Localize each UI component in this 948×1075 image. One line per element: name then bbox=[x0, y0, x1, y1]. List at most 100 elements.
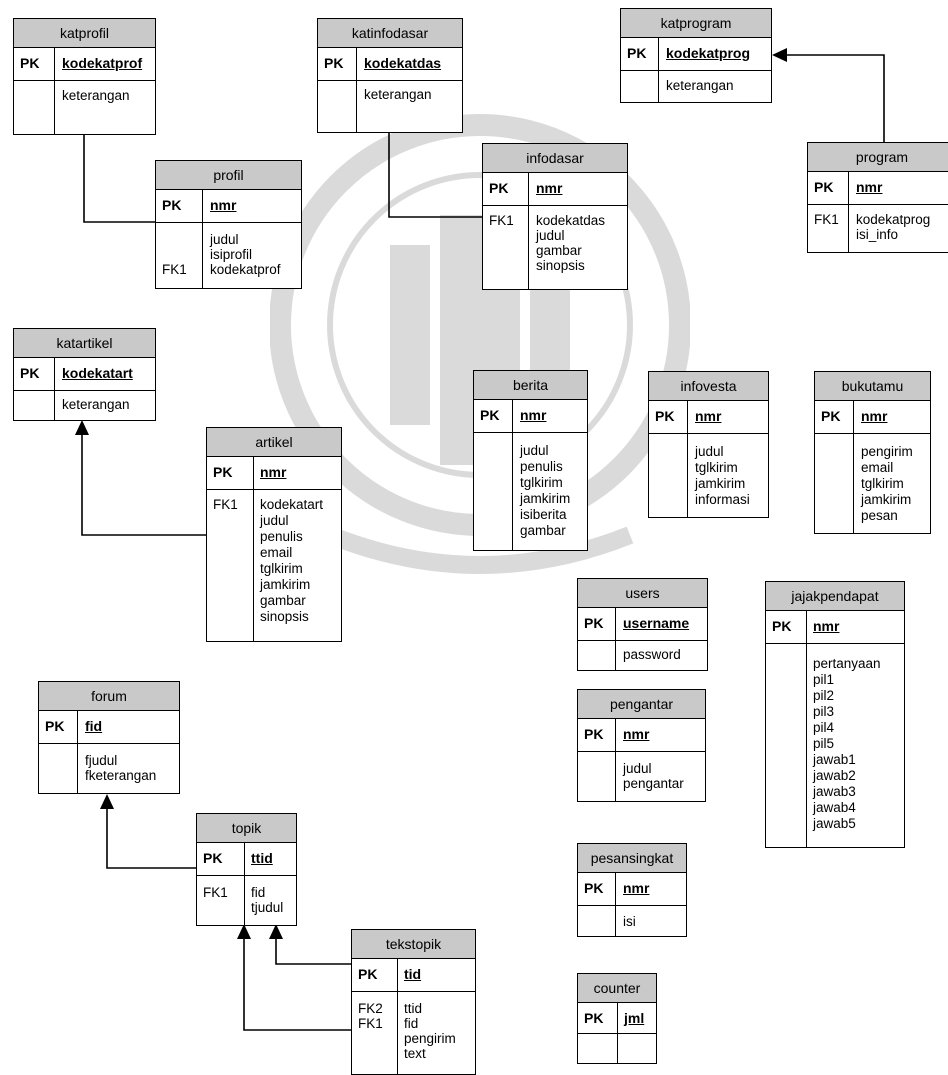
key-label: PK bbox=[584, 1010, 604, 1026]
column-list: pertanyaan pil1 pil2 pil3 pil4 pil5 jawa… bbox=[813, 656, 881, 831]
relationship-katprogram-program bbox=[786, 54, 885, 142]
key-label: PK bbox=[489, 180, 509, 196]
key-label: PK bbox=[480, 407, 500, 423]
column-list: judul tglkirim jamkirim informasi bbox=[695, 444, 750, 507]
relationship-forum-topik bbox=[106, 808, 196, 869]
table-title: pesansingkat bbox=[578, 844, 686, 873]
key-label: PK bbox=[20, 365, 40, 381]
primary-key-column: nmr bbox=[813, 618, 840, 634]
key-label: PK bbox=[584, 880, 604, 896]
key-label: PK bbox=[655, 408, 675, 424]
primary-key-column: username bbox=[623, 615, 690, 631]
table-jajakpendapat: jajakpendapat PK nmr pertanyaan pil1 pil… bbox=[765, 581, 905, 848]
table-title: jajakpendapat bbox=[766, 582, 904, 611]
foreign-key-labels: FK2 FK1 bbox=[358, 1001, 383, 1031]
table-bukutamu: bukutamu PK nmr pengirim email tglkirim … bbox=[814, 371, 931, 534]
column-list: judul pengantar bbox=[623, 761, 684, 791]
primary-key-column: kodekatdas bbox=[364, 55, 442, 71]
primary-key-column: nmr bbox=[520, 407, 547, 423]
table-title: bukutamu bbox=[815, 372, 930, 401]
column-list: fid tjudul bbox=[251, 885, 284, 915]
column-list: kodekatprog isi_info bbox=[856, 212, 931, 242]
column-list: ttid fid pengirim text bbox=[404, 1001, 456, 1061]
katprogram-arrow-head bbox=[772, 48, 787, 62]
relationship-katartikel-artikel bbox=[81, 434, 206, 536]
primary-key-column: nmr bbox=[210, 197, 237, 213]
table-title: katprogram bbox=[621, 9, 771, 38]
table-title: program bbox=[808, 143, 948, 172]
key-label: PK bbox=[358, 966, 378, 982]
relationship-katprofil-profil bbox=[83, 124, 155, 223]
primary-key-column: nmr bbox=[856, 179, 883, 195]
table-forum: forum PK fid fjudul fketerangan bbox=[38, 681, 180, 794]
foreign-key-labels: FK1 bbox=[814, 212, 839, 227]
table-tekstopik: tekstopik PK tid FK2 FK1 ttid fid pengir… bbox=[351, 929, 476, 1075]
table-infodasar: infodasar PK nmr FK1 kodekatdas judul ga… bbox=[482, 143, 628, 290]
foreign-key-labels: FK1 bbox=[489, 213, 514, 228]
key-label: PK bbox=[45, 718, 65, 734]
primary-key-column: nmr bbox=[260, 464, 287, 480]
primary-key-column: jml bbox=[624, 1010, 645, 1026]
table-katinfodasar: katinfodasar PK kodekatdas keterangan bbox=[317, 18, 463, 133]
table-title: katprofil bbox=[14, 19, 155, 48]
table-artikel: artikel PK nmr FK1 kodekatart judul penu… bbox=[206, 427, 342, 642]
relationship-katinfodasar-infodasar bbox=[388, 124, 482, 218]
table-profil: profil PK nmr FK1 judul isiprofil kodeka… bbox=[155, 160, 302, 289]
table-title: katartikel bbox=[14, 329, 155, 358]
primary-key-column: kodekatart bbox=[62, 365, 133, 381]
foreign-key-labels: FK1 bbox=[162, 262, 187, 277]
column-name: keterangan bbox=[62, 88, 130, 103]
table-infovesta: infovesta PK nmr judul tglkirim jamkirim… bbox=[648, 371, 769, 518]
primary-key-column: nmr bbox=[861, 408, 888, 424]
key-label: PK bbox=[627, 45, 647, 61]
table-berita: berita PK nmr judul penulis tglkirim jam… bbox=[473, 370, 588, 551]
relationship-topik-tekstopik-fk2 bbox=[243, 938, 351, 1031]
katartikel-arrow-head bbox=[75, 420, 89, 435]
key-label: PK bbox=[20, 55, 40, 71]
column-list: pengirim email tglkirim jamkirim pesan bbox=[861, 444, 913, 523]
table-title: counter bbox=[578, 974, 656, 1003]
relationship-topik-tekstopik-fk1 bbox=[275, 938, 351, 965]
topik-arrow-head-fk2 bbox=[237, 924, 251, 939]
table-title: infovesta bbox=[649, 372, 768, 401]
topik-arrow-head-fk1 bbox=[269, 924, 283, 939]
column-list: kodekatart judul penulis email tglkirim … bbox=[260, 497, 324, 624]
table-katprogram: katprogram PK kodekatprog keterangan bbox=[620, 8, 772, 103]
table-users: users PK username password bbox=[577, 578, 708, 671]
table-title: users bbox=[578, 579, 707, 608]
primary-key-column: nmr bbox=[695, 408, 722, 424]
column-list: judul isiprofil kodekatprof bbox=[210, 232, 281, 277]
table-title: infodasar bbox=[483, 144, 627, 173]
primary-key-column: ttid bbox=[251, 850, 273, 866]
key-label: PK bbox=[324, 55, 344, 71]
key-label: PK bbox=[772, 618, 792, 634]
forum-arrow-head bbox=[100, 794, 114, 809]
table-pesansingkat: pesansingkat PK nmr isi bbox=[577, 843, 687, 937]
primary-key-column: tid bbox=[404, 966, 422, 982]
primary-key-column: kodekatprog bbox=[666, 45, 751, 61]
table-title: artikel bbox=[207, 428, 341, 457]
table-counter: counter PK jml bbox=[577, 973, 657, 1064]
primary-key-column: nmr bbox=[623, 880, 650, 896]
table-title: tekstopik bbox=[352, 930, 475, 959]
primary-key-column: kodekatprof bbox=[62, 55, 143, 71]
column-name: keterangan bbox=[666, 78, 734, 93]
table-katartikel: katartikel PK kodekatart keterangan bbox=[13, 328, 156, 421]
table-program: program PK nmr FK1 kodekatprog isi_info bbox=[807, 142, 948, 253]
table-topik: topik PK ttid FK1 fid tjudul bbox=[196, 813, 297, 926]
column-name: isi bbox=[623, 914, 636, 929]
table-katprofil: katprofil PK kodekatprof keterangan bbox=[13, 18, 156, 135]
key-label: PK bbox=[584, 615, 604, 631]
key-label: PK bbox=[213, 464, 233, 480]
table-title: katinfodasar bbox=[318, 19, 462, 48]
key-label: PK bbox=[584, 726, 604, 742]
column-list: judul penulis tglkirim jamkirim isiberit… bbox=[520, 443, 571, 538]
column-name: keterangan bbox=[364, 87, 432, 102]
key-label: PK bbox=[203, 850, 223, 866]
primary-key-column: fid bbox=[85, 718, 103, 734]
column-name: password bbox=[623, 647, 681, 662]
column-list: kodekatdas judul gambar sinopsis bbox=[536, 213, 606, 273]
key-label: PK bbox=[821, 408, 841, 424]
column-name: keterangan bbox=[62, 397, 130, 412]
